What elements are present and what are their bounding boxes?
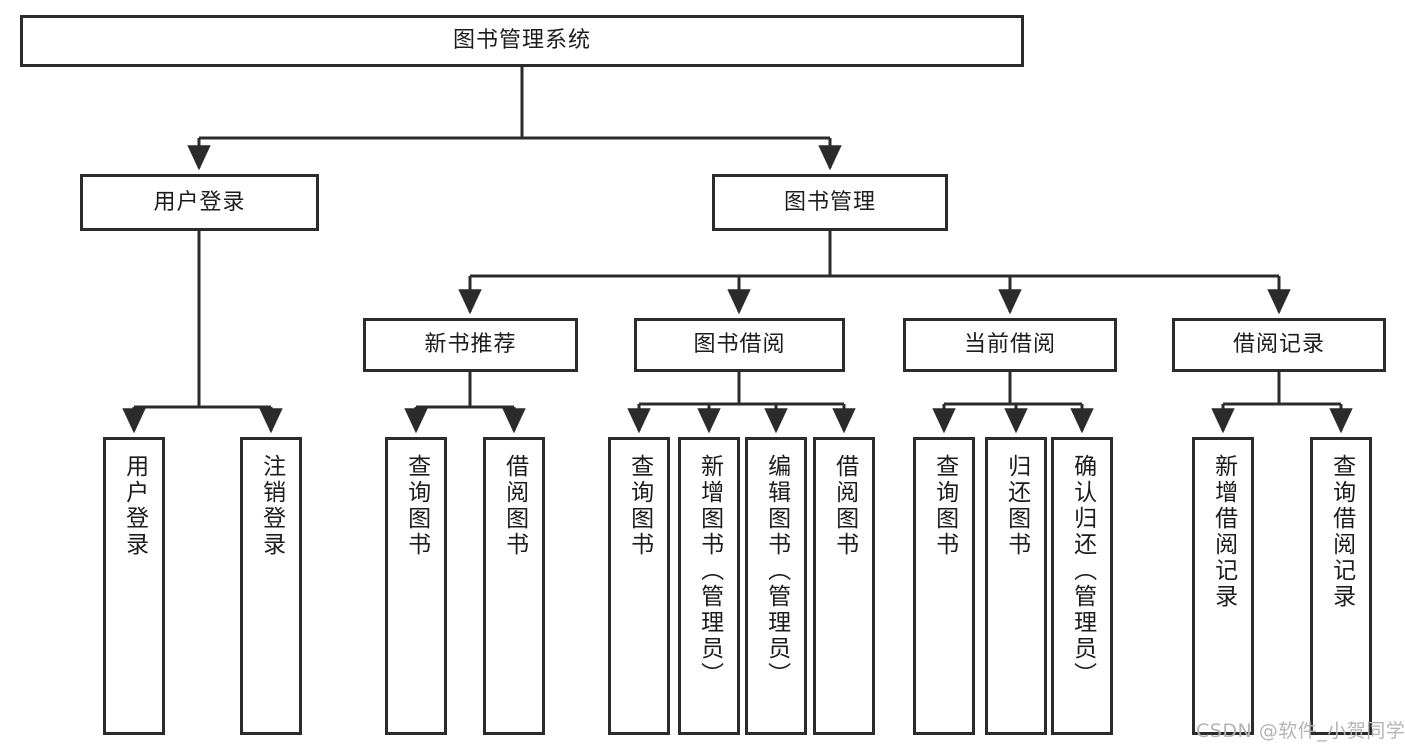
node-leaf-confirm-return[interactable]: 确认归还（管理员）	[1051, 437, 1113, 735]
node-leaf-borrow-book-1-label: 借阅图书	[501, 454, 528, 558]
node-borrow-record-label: 借阅记录	[1232, 332, 1325, 358]
node-leaf-user-logout[interactable]: 注销登录	[240, 437, 302, 735]
node-leaf-confirm-return-label: 确认归还（管理员）	[1069, 454, 1096, 688]
node-current-borrow[interactable]: 当前借阅	[903, 318, 1117, 372]
node-book-manage[interactable]: 图书管理	[712, 174, 948, 231]
node-borrow-record[interactable]: 借阅记录	[1172, 318, 1386, 372]
node-user-login[interactable]: 用户登录	[80, 174, 319, 231]
node-leaf-user-login[interactable]: 用户登录	[103, 437, 165, 735]
csdn-watermark: CSDN @软件_小贺同学	[1196, 720, 1405, 742]
node-leaf-borrow-book-2[interactable]: 借阅图书	[813, 437, 875, 735]
node-new-book-rec-label: 新书推荐	[424, 332, 517, 358]
node-leaf-borrow-book-1[interactable]: 借阅图书	[483, 437, 545, 735]
node-book-borrow[interactable]: 图书借阅	[634, 318, 845, 372]
node-user-login-label: 用户登录	[153, 189, 246, 215]
node-leaf-query-book-1-label: 查询图书	[403, 454, 430, 558]
node-leaf-query-book-3-label: 查询图书	[931, 454, 958, 558]
node-leaf-edit-book-label: 编辑图书（管理员）	[763, 454, 790, 688]
node-leaf-add-book[interactable]: 新增图书（管理员）	[678, 437, 740, 735]
node-leaf-user-login-label: 用户登录	[121, 454, 148, 558]
node-leaf-query-book-1[interactable]: 查询图书	[385, 437, 447, 735]
node-leaf-query-record[interactable]: 查询借阅记录	[1310, 437, 1372, 735]
node-leaf-query-book-3[interactable]: 查询图书	[913, 437, 975, 735]
node-leaf-add-book-label: 新增图书（管理员）	[696, 454, 723, 688]
node-root[interactable]: 图书管理系统	[20, 15, 1024, 67]
node-leaf-return-book[interactable]: 归还图书	[985, 437, 1047, 735]
node-book-manage-label: 图书管理	[783, 189, 876, 215]
node-leaf-add-record[interactable]: 新增借阅记录	[1192, 437, 1254, 735]
node-current-borrow-label: 当前借阅	[963, 332, 1056, 358]
node-leaf-user-logout-label: 注销登录	[258, 454, 285, 558]
node-leaf-query-record-label: 查询借阅记录	[1328, 454, 1355, 610]
node-new-book-rec[interactable]: 新书推荐	[363, 318, 578, 372]
node-root-label: 图书管理系统	[452, 28, 591, 54]
node-book-borrow-label: 图书借阅	[693, 332, 786, 358]
node-leaf-query-book-2[interactable]: 查询图书	[608, 437, 670, 735]
node-leaf-add-record-label: 新增借阅记录	[1210, 454, 1237, 610]
node-leaf-query-book-2-label: 查询图书	[626, 454, 653, 558]
node-leaf-return-book-label: 归还图书	[1003, 454, 1030, 558]
node-leaf-edit-book[interactable]: 编辑图书（管理员）	[745, 437, 807, 735]
node-leaf-borrow-book-2-label: 借阅图书	[831, 454, 858, 558]
